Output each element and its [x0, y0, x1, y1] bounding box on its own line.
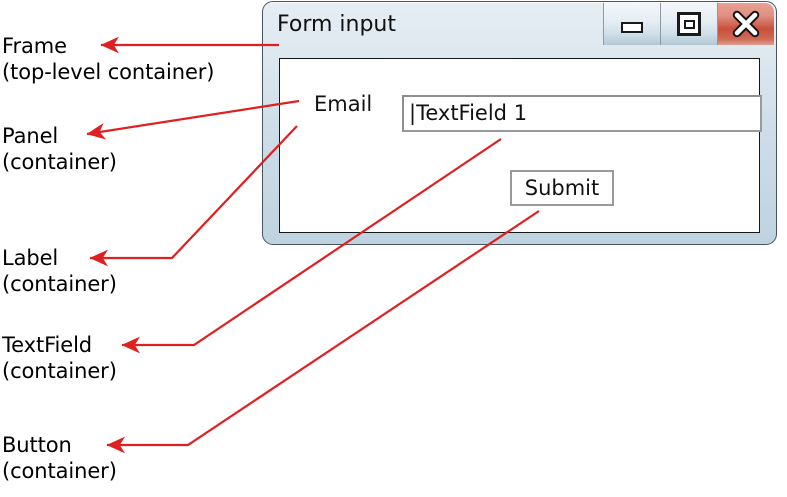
annotation-label-title: Label [2, 246, 59, 270]
frame-window: Form input [262, 1, 777, 245]
window-titlebar: Form input [263, 2, 776, 49]
window-controls [603, 3, 774, 45]
form-panel: Email |TextField 1 Submit [279, 58, 762, 233]
window-title: Form input [277, 12, 397, 37]
minimize-button[interactable] [603, 3, 660, 45]
email-textfield[interactable]: |TextField 1 [402, 95, 762, 132]
annotation-textfield: TextField (container) [2, 332, 117, 384]
email-textfield-value: |TextField 1 [409, 101, 528, 125]
annotation-frame-title: Frame [2, 34, 67, 58]
annotation-textfield-subtitle: (container) [2, 359, 117, 383]
annotation-button: Button (container) [2, 432, 117, 484]
annotation-panel: Panel (container) [2, 123, 117, 175]
submit-button[interactable]: Submit [510, 170, 614, 206]
arrow-button [106, 210, 540, 454]
annotation-label-subtitle: (container) [2, 272, 117, 296]
minimize-icon [621, 21, 643, 33]
close-button[interactable] [717, 3, 774, 45]
email-label: Email [314, 92, 373, 116]
annotation-frame: Frame (top-level container) [2, 33, 215, 85]
maximize-button[interactable] [660, 3, 717, 45]
maximize-icon [677, 12, 701, 36]
submit-button-label: Submit [524, 175, 600, 200]
close-icon [732, 10, 760, 38]
annotation-frame-subtitle: (top-level container) [2, 60, 215, 84]
annotation-textfield-title: TextField [2, 333, 93, 357]
annotation-button-subtitle: (container) [2, 459, 117, 483]
annotation-label: Label (container) [2, 245, 117, 297]
annotation-panel-subtitle: (container) [2, 150, 117, 174]
annotation-button-title: Button [2, 433, 72, 457]
annotation-panel-title: Panel [2, 124, 59, 148]
